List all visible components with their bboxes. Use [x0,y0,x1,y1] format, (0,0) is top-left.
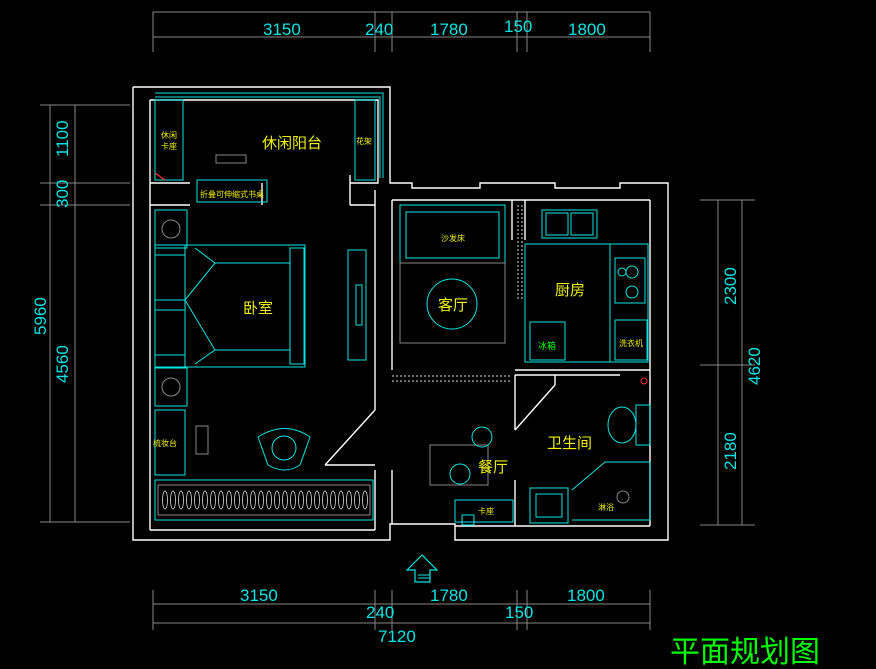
top-dim-3: 1780 [430,20,468,39]
top-dim-4: 150 [504,17,532,36]
hanger [194,490,200,510]
right-dim-1: 2300 [721,267,740,305]
living-furniture [399,204,523,344]
label-leisure-seat-2: 卡座 [161,141,177,151]
drawing-title: 平面规划图 [670,635,820,669]
label-booth: 卡座 [478,506,494,516]
bottom-dim-total: 7120 [378,627,416,646]
room-living: 客厅 [438,296,468,314]
hanger [282,490,288,510]
outer-walls [132,86,669,541]
right-dim-total: 4620 [745,347,764,385]
left-dim-3: 4560 [53,345,72,383]
right-dimension-line [700,199,755,526]
left-dim-total: 5960 [31,297,50,335]
wardrobe-hangers [162,490,368,510]
bottom-dim-1: 3150 [240,586,278,605]
hanger [210,490,216,510]
top-dim-5: 1800 [568,20,606,39]
room-balcony: 休闲阳台 [262,134,322,152]
label-sofa-bed: 沙发床 [441,233,465,243]
label-fridge: 冰箱 [538,340,556,352]
hanger [306,490,312,510]
label-dresser: 梳妆台 [153,438,177,448]
balcony-railing [154,92,384,203]
right-dim-2: 2180 [721,432,740,470]
left-dim-2: 300 [53,180,72,208]
hanger [162,490,168,510]
hanger [266,490,272,510]
entrance-arrow [405,554,439,583]
bathroom-furniture [529,377,651,524]
hanger [274,490,280,510]
hanger [226,490,232,510]
left-dimension-line [40,104,130,523]
bottom-dimension-line [152,590,651,630]
hanger [362,490,368,510]
room-kitchen: 厨房 [555,281,585,299]
label-folding-desk: 折叠可伸缩式书桌 [200,189,264,199]
hanger [298,490,304,510]
top-dimension-line [152,11,651,52]
dining-furniture [429,426,514,526]
hanger [218,490,224,510]
hanger [186,490,192,510]
top-dim-1: 3150 [263,20,301,39]
label-leisure-seat-1: 休闲 [161,130,177,140]
hanger [242,490,248,510]
hanger [202,490,208,510]
bottom-dim-3: 1780 [430,586,468,605]
hanger [234,490,240,510]
label-shower: 淋浴 [598,502,614,512]
bottom-dim-2: 240 [366,603,394,622]
left-dim-1: 1100 [53,120,72,157]
hanger [258,490,264,510]
hanger [178,490,184,510]
hanger [354,490,360,510]
hanger [250,490,256,510]
hanger [346,490,352,510]
hanger [290,490,296,510]
hanger [314,490,320,510]
hanger [338,490,344,510]
hanger [170,490,176,510]
label-flower-rack: 花架 [356,136,372,146]
hanger [330,490,336,510]
room-dining: 餐厅 [478,458,508,476]
hanger [322,490,328,510]
top-dim-2: 240 [365,20,393,39]
bedroom-furniture [154,209,374,521]
room-bathroom: 卫生间 [547,434,592,452]
bottom-dim-5: 1800 [567,586,605,605]
bottom-dim-4: 150 [505,603,533,622]
label-washer: 洗衣机 [619,338,643,348]
room-bedroom: 卧室 [243,299,273,317]
kitchen-furniture [524,209,649,363]
